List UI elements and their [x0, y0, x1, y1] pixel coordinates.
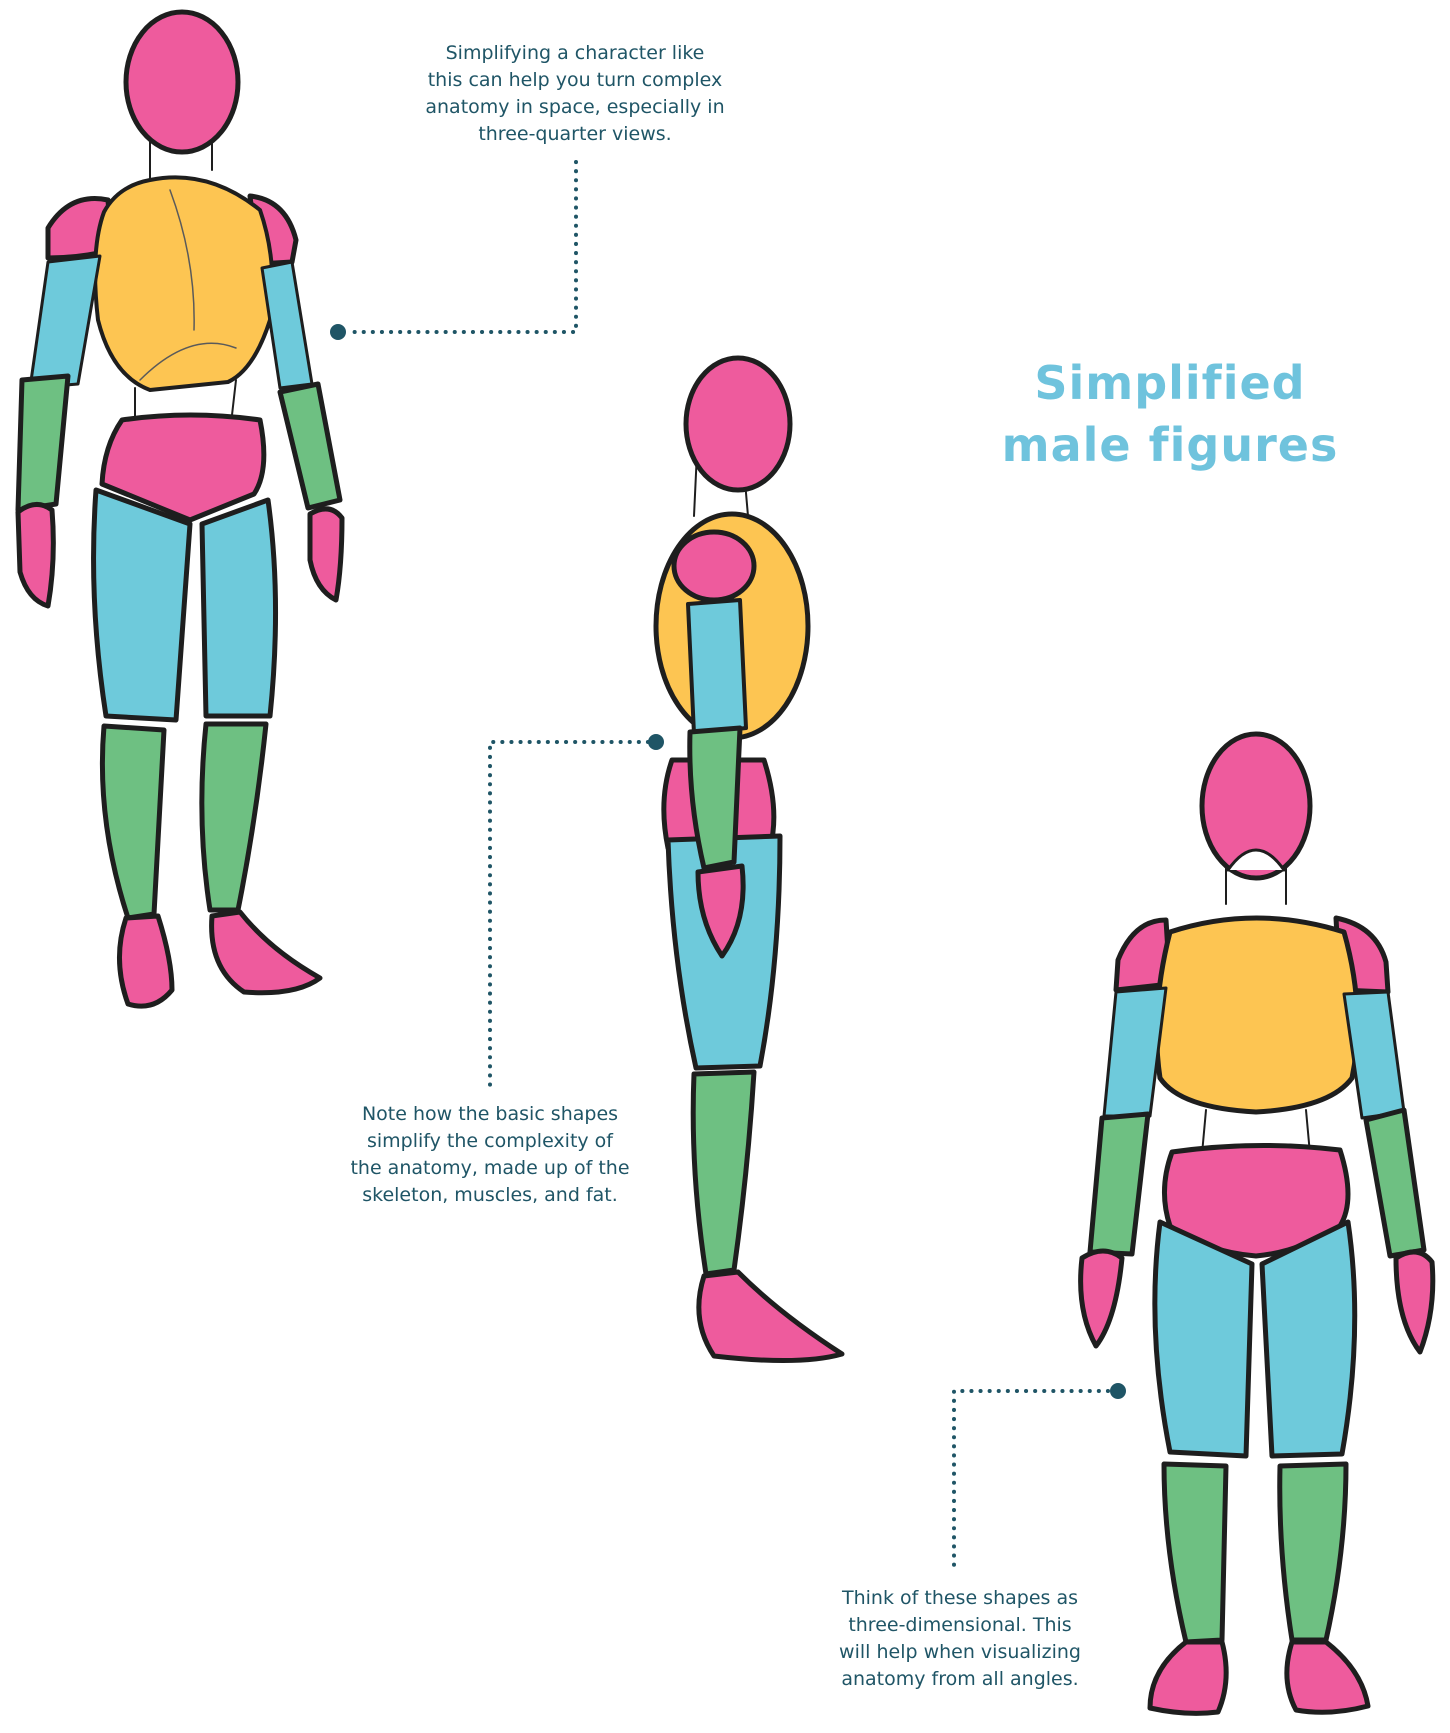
note-line: Think of these shapes as	[815, 1585, 1105, 1612]
note-line: the anatomy, made up of the	[325, 1155, 655, 1182]
callout-line-2	[490, 742, 648, 1090]
foot	[699, 1272, 842, 1361]
right-thigh	[1262, 1222, 1355, 1456]
left-thigh	[1155, 1222, 1252, 1456]
callout-note-side: Note how the basic shapes simplify the c…	[325, 1101, 655, 1209]
callout-dot-2	[648, 734, 664, 750]
note-line: anatomy from all angles.	[815, 1666, 1105, 1693]
shin	[693, 1072, 754, 1274]
head	[686, 358, 790, 490]
note-line: anatomy in space, especially in	[405, 94, 745, 121]
left-upper-arm	[30, 256, 100, 388]
note-line: three-quarter views.	[405, 121, 745, 148]
left-shin	[1164, 1464, 1226, 1642]
note-line: will help when visualizing	[815, 1639, 1105, 1666]
head	[126, 12, 238, 152]
page-title: Simplified male figures	[960, 352, 1380, 476]
callout-note-back: Think of these shapes as three-dimension…	[815, 1585, 1105, 1693]
right-thigh	[202, 500, 276, 716]
callout-note-three-quarter: Simplifying a character like this can he…	[405, 40, 745, 148]
right-foot	[1287, 1642, 1368, 1712]
note-line: Note how the basic shapes	[325, 1101, 655, 1128]
left-forearm	[18, 376, 68, 510]
shoulder	[674, 532, 754, 600]
note-line: this can help you turn complex	[405, 67, 745, 94]
right-hand	[1396, 1252, 1433, 1352]
right-shin	[202, 724, 266, 910]
torso	[95, 177, 272, 390]
left-upper-arm	[1104, 988, 1166, 1116]
upper-arm	[688, 600, 746, 734]
left-thigh	[94, 490, 190, 720]
title-line-2: male figures	[960, 414, 1380, 476]
note-line: simplify the complexity of	[325, 1128, 655, 1155]
left-foot	[119, 916, 172, 1006]
right-upper-arm	[262, 262, 312, 388]
callout-line-1	[352, 162, 576, 332]
callout-line-3	[954, 1391, 1108, 1572]
figure-back	[1081, 734, 1433, 1713]
left-hand	[1081, 1251, 1122, 1346]
title-line-1: Simplified	[960, 352, 1380, 414]
callout-dot-1	[330, 324, 346, 340]
forearm	[690, 728, 740, 868]
torso	[1157, 918, 1358, 1112]
right-forearm	[280, 384, 340, 508]
right-forearm	[1366, 1110, 1424, 1256]
right-foot	[212, 912, 320, 993]
callout-dot-3	[1110, 1383, 1126, 1399]
figure-three-quarter	[18, 12, 342, 1006]
note-line: skeleton, muscles, and fat.	[325, 1182, 655, 1209]
figure-side	[656, 358, 842, 1361]
left-foot	[1150, 1642, 1226, 1713]
left-hand	[18, 504, 53, 606]
right-shin	[1280, 1464, 1346, 1640]
left-shin	[102, 726, 164, 918]
right-hand	[310, 509, 342, 600]
note-line: Simplifying a character like	[405, 40, 745, 67]
left-forearm	[1090, 1114, 1148, 1254]
note-line: three-dimensional. This	[815, 1612, 1105, 1639]
right-upper-arm	[1344, 992, 1404, 1118]
